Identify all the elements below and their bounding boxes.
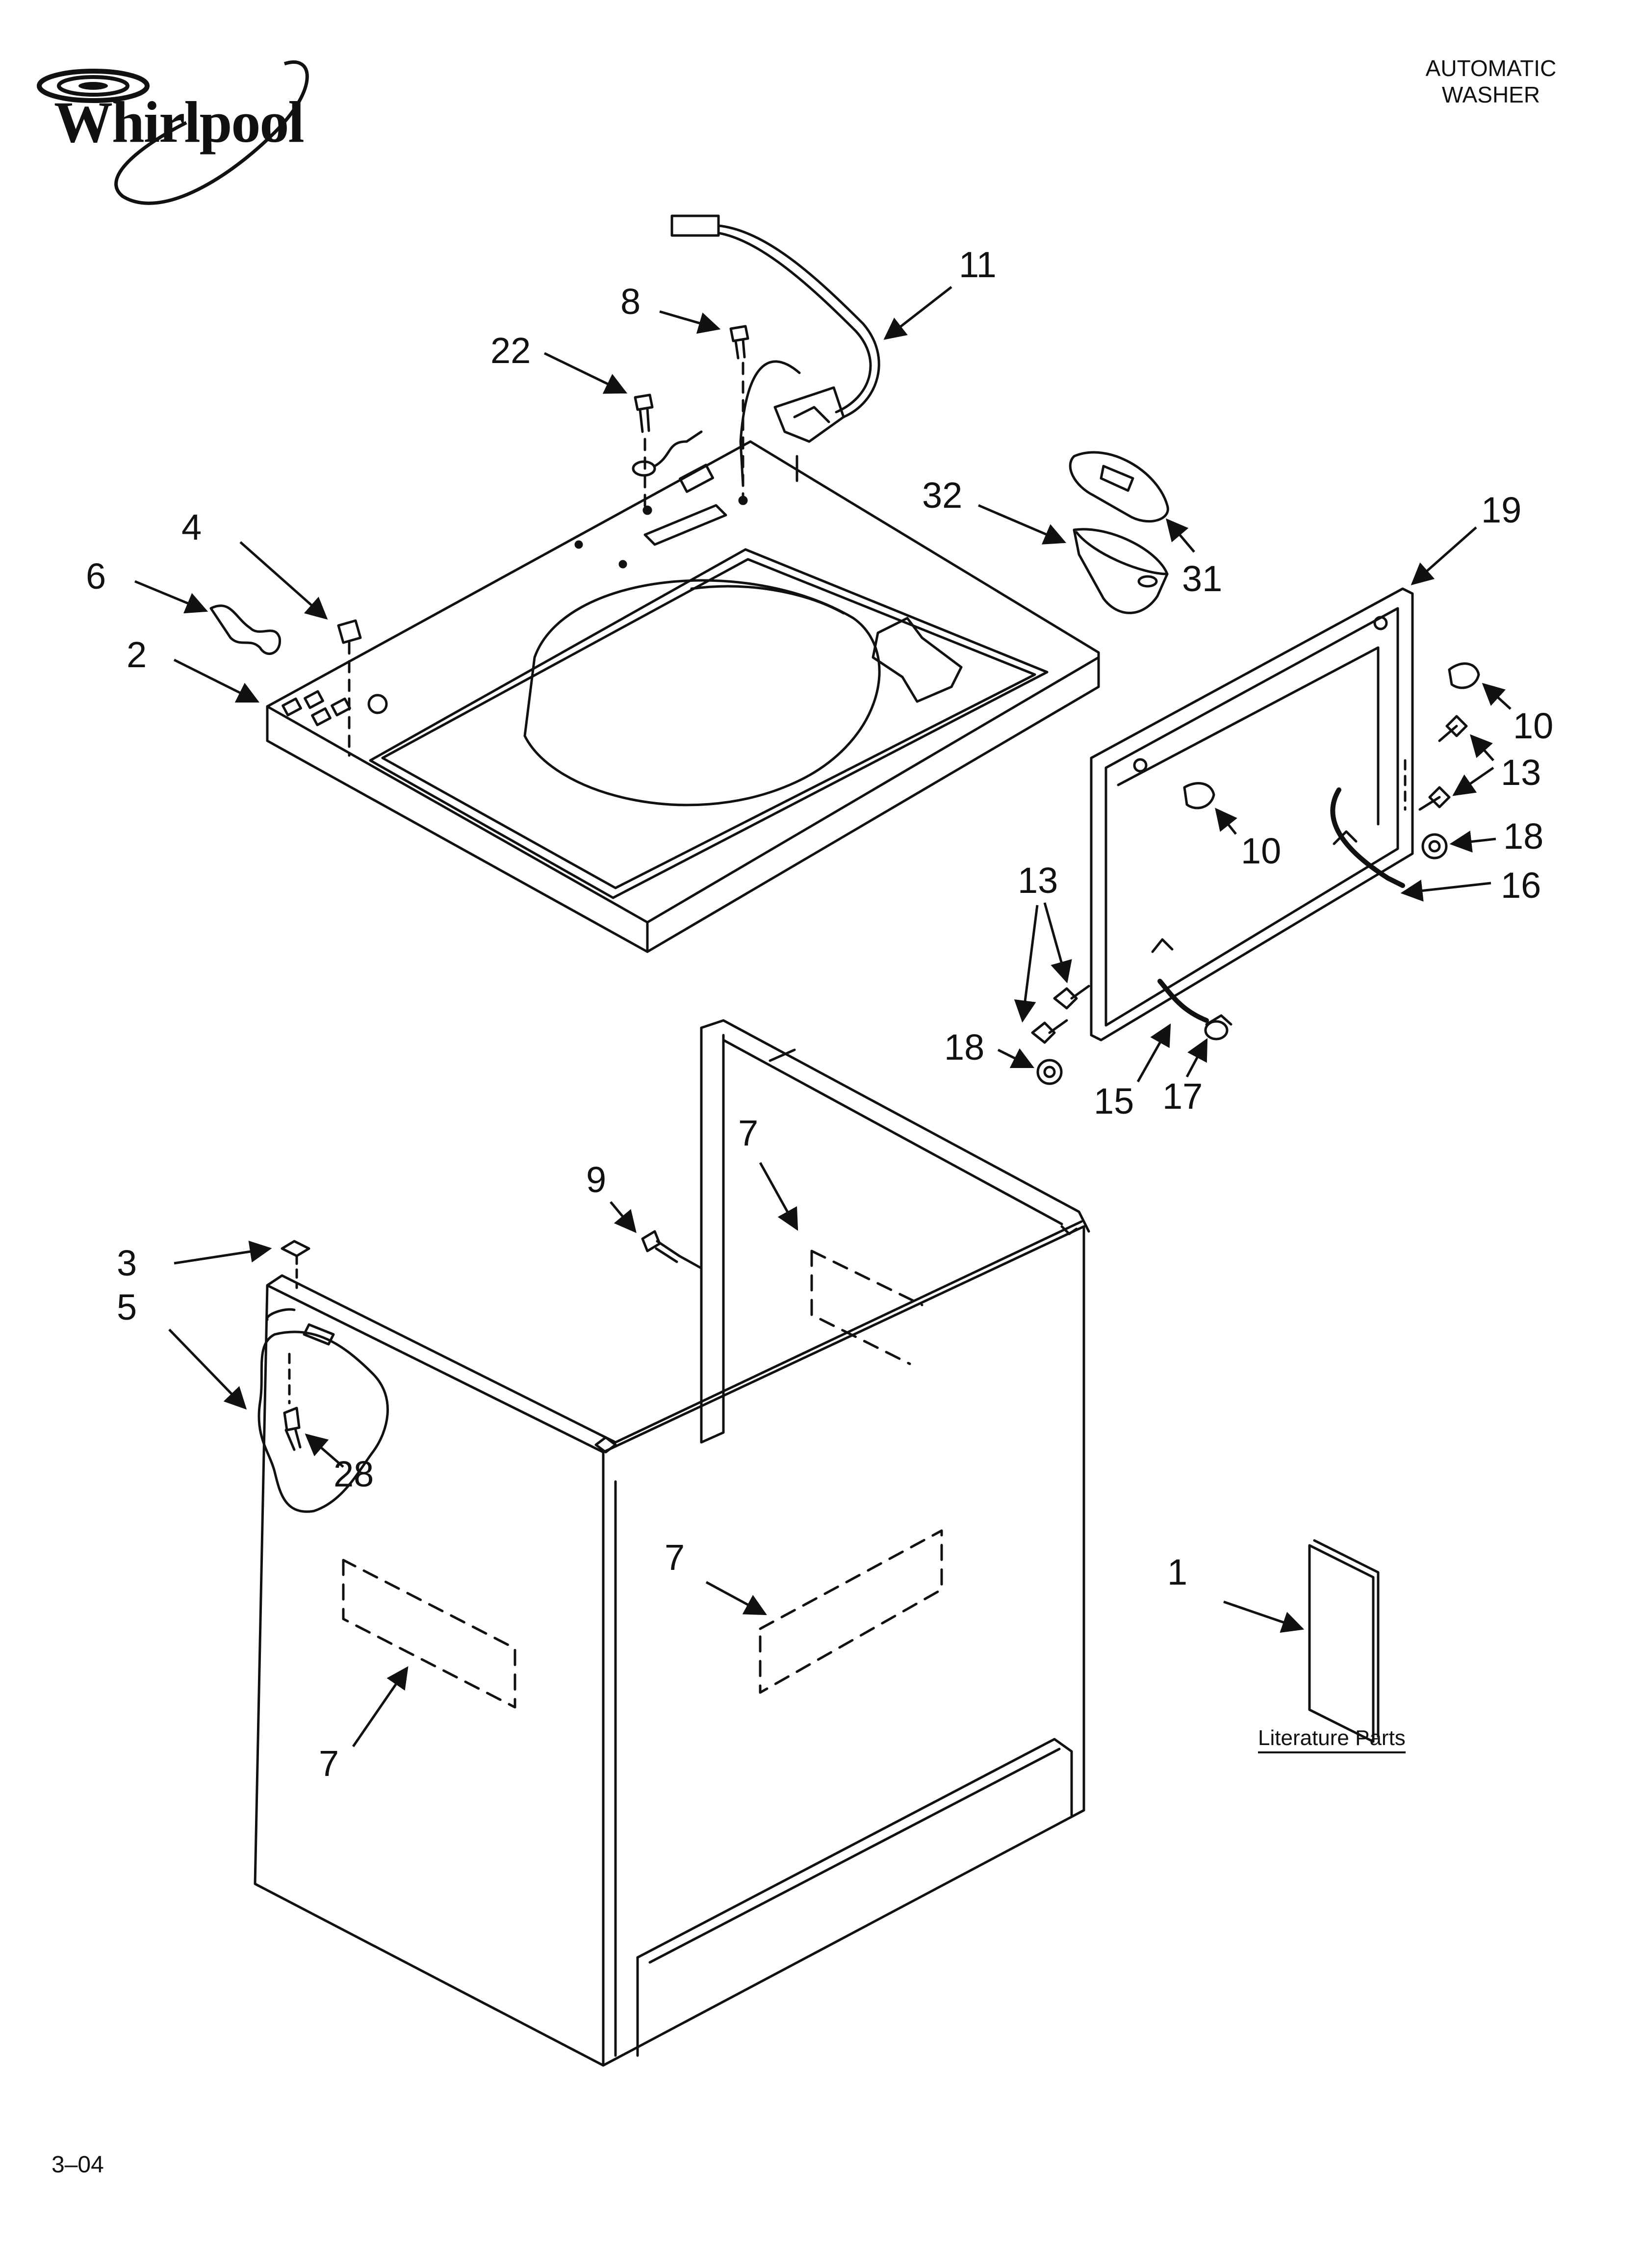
leader-5 (168, 1329, 247, 1410)
literature-parts-label: Literature Parts (1258, 1726, 1406, 1753)
callout-15: 15 (1094, 1081, 1134, 1121)
leader-19 (1411, 526, 1477, 585)
lid-switch-harness-part (670, 214, 880, 487)
leader-7c (352, 1666, 409, 1747)
callout-16: 16 (1501, 865, 1541, 906)
callout-18b: 18 (944, 1027, 984, 1068)
lid-bumper-part-10a (1448, 662, 1480, 689)
callout-32: 32 (922, 475, 962, 516)
callout-13b: 13 (1018, 860, 1058, 901)
literature-booklet-part (1308, 1539, 1380, 1743)
leader-22 (543, 352, 628, 394)
callout-7a: 7 (738, 1113, 758, 1153)
leader-13c2 (1014, 905, 1039, 1023)
hinge-part-17 (1204, 1014, 1232, 1041)
callout-7b: 7 (665, 1537, 685, 1578)
leader-3 (174, 1240, 272, 1265)
hinge-bushing-part-18b (1036, 1059, 1063, 1085)
cabinet-part (254, 1019, 1090, 2067)
leader-13b (1452, 766, 1494, 796)
leader-16 (1400, 880, 1491, 902)
top-cover-part (266, 440, 1100, 953)
callout-19: 19 (1481, 490, 1521, 530)
leader-13c1 (1043, 902, 1072, 984)
callout-11: 11 (959, 244, 997, 285)
callout-13a: 13 (1501, 752, 1541, 793)
leader-15 (1136, 1023, 1171, 1083)
callout-1: 1 (1167, 1552, 1187, 1592)
callout-10a: 10 (1513, 705, 1553, 746)
hinge-screw-part-13a (1438, 715, 1468, 742)
screw-part-22 (632, 393, 703, 512)
leader-1 (1223, 1600, 1305, 1633)
clip-part-4 (337, 619, 362, 757)
leader-9 (610, 1201, 637, 1233)
hinge-screws-part-13c (1031, 985, 1090, 1044)
callout-18a: 18 (1503, 816, 1543, 857)
callout-8: 8 (620, 281, 641, 322)
lid-assembly-part (1090, 587, 1414, 1042)
screw-part-8 (729, 325, 749, 497)
leader-13a (1469, 734, 1494, 761)
label-area-7a (810, 1250, 924, 1365)
callout-6: 6 (86, 556, 106, 597)
clip-part-3 (281, 1240, 310, 1289)
callout-5: 5 (117, 1287, 137, 1328)
label-area-7b (342, 1559, 516, 1709)
callout-28: 28 (334, 1454, 374, 1494)
document-title: AUTOMATIC WASHER (1412, 55, 1569, 108)
leader-2 (173, 658, 260, 703)
leader-11 (883, 286, 952, 340)
hinge-bushing-part-18a (1421, 833, 1448, 860)
leader-18b (997, 1048, 1035, 1069)
leader-32 (978, 504, 1067, 545)
leader-7b (705, 1581, 767, 1616)
dispenser-base-part-32 (1073, 528, 1169, 614)
callout-17: 17 (1162, 1076, 1203, 1117)
bleach-dispenser-cup-part-31 (1069, 451, 1169, 523)
leader-7a (759, 1162, 798, 1231)
leader-6 (134, 580, 208, 614)
brand-wordmark: Whirlpool (54, 89, 305, 155)
leader-28 (305, 1434, 344, 1468)
hinge-screw-part-13b (1418, 786, 1451, 811)
callout-22: 22 (490, 330, 531, 371)
title-line-2: WASHER (1441, 82, 1540, 107)
leader-31 (1166, 518, 1195, 553)
callout-7c: 7 (319, 1743, 339, 1784)
leader-18a (1449, 831, 1496, 853)
leader-8 (659, 310, 721, 334)
leader-10a (1482, 682, 1512, 710)
callout-9: 9 (586, 1159, 606, 1200)
callout-2: 2 (127, 634, 147, 675)
callout-31: 31 (1182, 558, 1222, 599)
callout-10b: 10 (1241, 831, 1281, 871)
screw-part-9 (641, 1230, 703, 1270)
cabinet-cutaway (257, 1330, 389, 1513)
label-area-7c (759, 1529, 943, 1694)
callout-4: 4 (181, 507, 202, 547)
lid-bumper-part-10b (1183, 782, 1215, 809)
title-line-1: AUTOMATIC (1425, 55, 1557, 81)
page-code: 3–04 (51, 2152, 104, 2178)
leader-17 (1185, 1038, 1208, 1078)
whirlpool-logo-swirl-icon (37, 60, 309, 205)
leader-10b (1215, 808, 1237, 835)
leader-4 (239, 541, 328, 620)
clip-part-6 (209, 604, 281, 655)
callout-3: 3 (117, 1243, 137, 1283)
